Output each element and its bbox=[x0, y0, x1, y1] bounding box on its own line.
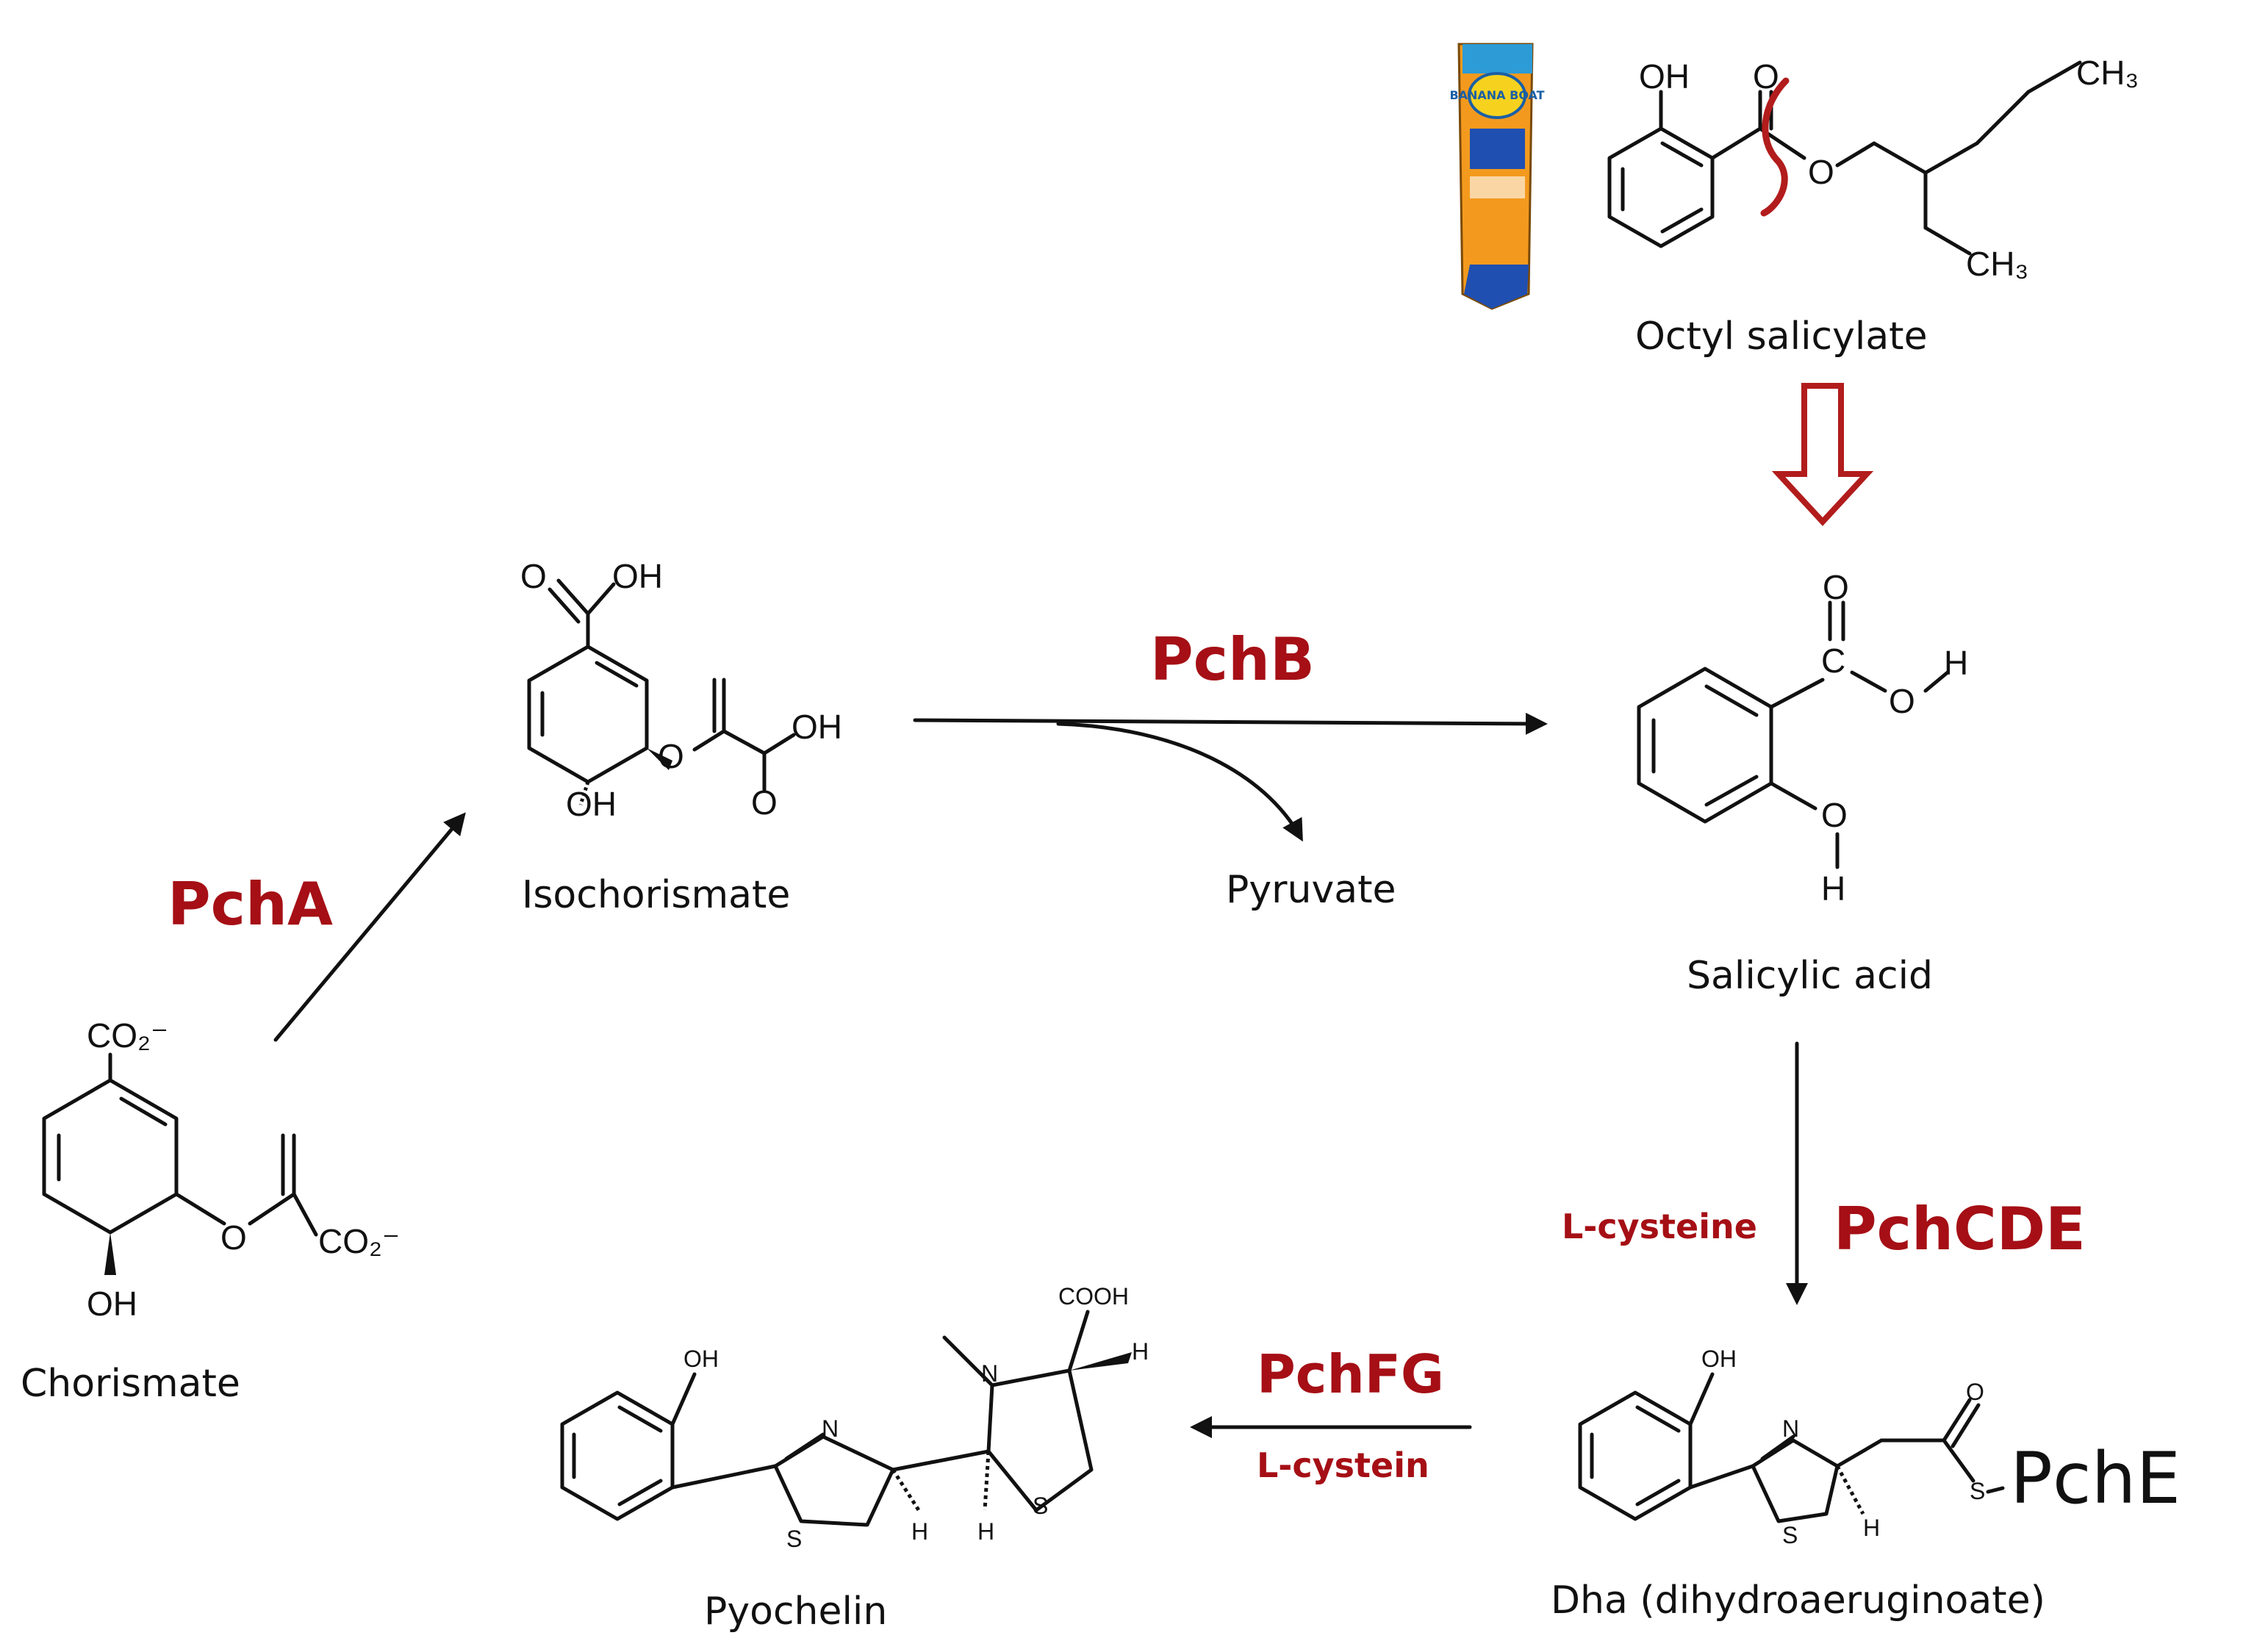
salicylic-acid-label: Salicylic acid bbox=[1687, 954, 1933, 998]
l-cystein-label: L-cystein bbox=[1257, 1446, 1429, 1485]
isochorismate-side-o: O bbox=[751, 783, 778, 822]
salicylic-carbonyl-o: O bbox=[1823, 568, 1849, 606]
pchb-arrow bbox=[913, 712, 1548, 735]
pyochelin-s1: S bbox=[786, 1526, 802, 1552]
logo-text: BANANA BOAT bbox=[1449, 88, 1544, 102]
octyl-ester-o: O bbox=[1808, 153, 1834, 191]
octyl-salicylate-structure: OH O O CH₃ CH₃ bbox=[1607, 54, 2139, 283]
octyl-ch3-top: CH₃ bbox=[2076, 54, 2139, 92]
dha-label: Dha (dihydroaeruginoate) bbox=[1551, 1579, 2045, 1623]
pyochelin-cooh: COOH bbox=[1058, 1283, 1129, 1310]
pyochelin-h2: H bbox=[977, 1518, 994, 1545]
salicylic-acid-o: O bbox=[1889, 682, 1915, 720]
logo-icon bbox=[1468, 72, 1526, 119]
isochorismate-acid-oh: OH bbox=[612, 557, 663, 595]
dha-oh: OH bbox=[1701, 1346, 1737, 1372]
l-cysteine-label: L-cysteine bbox=[1562, 1207, 1757, 1246]
chorismate-ether-o: O bbox=[220, 1218, 247, 1257]
hollow-down-arrow bbox=[1771, 383, 1874, 526]
pyochelin-n1: N bbox=[822, 1415, 839, 1442]
pyochelin-h1: H bbox=[911, 1518, 928, 1545]
chorismate-oh: OH bbox=[87, 1285, 137, 1323]
chorismate-structure: CO₂⁻ O CO₂⁻ OH bbox=[42, 1016, 400, 1323]
pyochelin-oh: OH bbox=[683, 1346, 719, 1372]
dha-thioester-s: S bbox=[1970, 1478, 1985, 1504]
pyochelin-structure: OH N S H N S H COOH H bbox=[560, 1283, 1149, 1552]
dha-structure: OH N S H O S PchE bbox=[1578, 1346, 2181, 1548]
dha-carbonyl-o: O bbox=[1966, 1379, 1984, 1405]
pchfg-label: PchFG bbox=[1257, 1343, 1444, 1405]
pyochelin-label: Pyochelin bbox=[704, 1590, 887, 1634]
isochorismate-oh: OH bbox=[566, 785, 617, 823]
octyl-carbonyl-o: O bbox=[1753, 57, 1779, 96]
pyruvate-label: Pyruvate bbox=[1226, 868, 1396, 912]
pyochelin-s2: S bbox=[1033, 1493, 1048, 1519]
pyochelin-n2: N bbox=[981, 1360, 998, 1387]
isochorismate-carbonyl-o: O bbox=[520, 557, 547, 595]
pcha-label: PchA bbox=[168, 870, 333, 938]
pyruvate-branch-arrow bbox=[1056, 722, 1303, 842]
octyl-phenol-oh: OH bbox=[1639, 57, 1690, 96]
pchb-label: PchB bbox=[1150, 625, 1315, 694]
dha-pche: PchE bbox=[2010, 1437, 2181, 1520]
salicylic-acid-structure: O C O H O H bbox=[1637, 568, 1968, 908]
octyl-salicylate-label: Octyl salicylate bbox=[1635, 315, 1928, 359]
chorismate-label: Chorismate bbox=[21, 1362, 240, 1406]
isochorismate-label: Isochorismate bbox=[522, 873, 790, 917]
salicylic-acid-h: H bbox=[1944, 644, 1968, 682]
cleavage-mark bbox=[1760, 77, 1790, 217]
sunscreen-tube-image: BANANA BOAT bbox=[1449, 43, 1545, 310]
dha-n: N bbox=[1782, 1415, 1799, 1442]
chorismate-co2-top: CO₂⁻ bbox=[87, 1016, 168, 1055]
salicylic-carbon-c: C bbox=[1821, 642, 1845, 680]
isochorismate-side-oh: OH bbox=[792, 708, 842, 746]
pcha-arrow bbox=[273, 812, 466, 1042]
chorismate-co2-right: CO₂⁻ bbox=[318, 1222, 400, 1260]
pyochelin-h3: H bbox=[1132, 1338, 1149, 1365]
isochorismate-ether-o: O bbox=[658, 737, 684, 775]
dha-h: H bbox=[1863, 1515, 1880, 1541]
pchcde-label: PchCDE bbox=[1834, 1195, 2086, 1263]
isochorismate-structure: O OH O OH O OH bbox=[520, 557, 842, 823]
dha-s: S bbox=[1782, 1522, 1798, 1548]
salicylic-phenol-h: H bbox=[1821, 869, 1845, 908]
salicylic-phenol-o: O bbox=[1821, 796, 1848, 834]
octyl-ch3-bottom: CH₃ bbox=[1966, 245, 2028, 283]
